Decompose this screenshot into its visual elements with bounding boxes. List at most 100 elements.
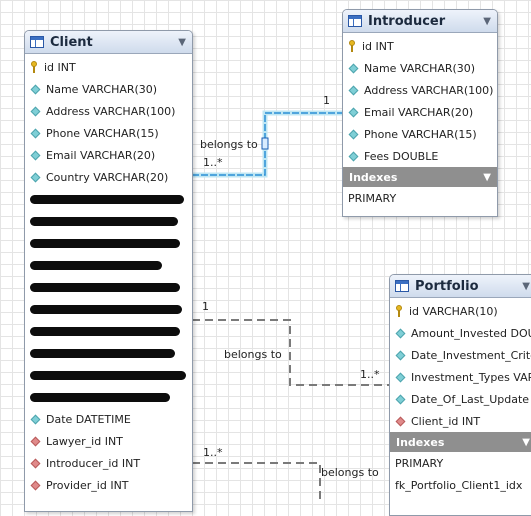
introducer-column[interactable]: Address VARCHAR(100) [343, 79, 497, 101]
column-diamond-icon [30, 150, 41, 160]
foreign-key-diamond-icon [30, 480, 41, 490]
redaction-bar [30, 370, 186, 380]
portfolio-column[interactable]: Amount_Invested DOU... [390, 322, 531, 344]
column-diamond-icon [348, 85, 359, 95]
portfolio-index[interactable]: fk_Portfolio_Client1_idx [395, 478, 523, 492]
client-portfolio-one: 1 [202, 300, 209, 313]
portfolio-table-header[interactable]: Portfolio ▼ [390, 275, 531, 298]
column-diamond-icon [348, 151, 359, 161]
client-columns: id INT Name VARCHAR(30) Address VARCHAR(… [25, 54, 192, 496]
redacted-column [25, 320, 192, 342]
client-column[interactable]: Lawyer_id INT [25, 430, 192, 452]
column-diamond-icon [348, 107, 359, 117]
redaction-bar [30, 260, 162, 270]
client-introducer-many: 1..* [203, 156, 223, 169]
table-icon [348, 15, 362, 27]
collapse-arrow-icon[interactable]: ▼ [483, 15, 491, 27]
column-diamond-icon [30, 106, 41, 116]
relationship-lines [192, 110, 389, 503]
indexes-label: Indexes [396, 435, 445, 449]
redacted-column [25, 386, 192, 408]
redaction-bar [30, 194, 184, 204]
client-portfolio-many: 1..* [360, 368, 380, 381]
column-diamond-icon [348, 63, 359, 73]
foreign-key-diamond-icon [30, 458, 41, 468]
introducer-table-header[interactable]: Introducer ▼ [343, 10, 497, 33]
redacted-column [25, 188, 192, 210]
client-table[interactable]: Client ▼ id INT Name VARCHAR(30) Address… [24, 30, 193, 512]
portfolio-table[interactable]: Portfolio ▼ id VARCHAR(10) Amount_Invest… [389, 274, 531, 516]
table-icon [395, 280, 409, 292]
key-icon [348, 40, 356, 52]
redacted-column [25, 364, 192, 386]
column-diamond-icon [30, 84, 41, 94]
redaction-bar [30, 326, 180, 336]
column-diamond-icon [30, 172, 41, 182]
portfolio-column[interactable]: Date_Investment_Crite... [390, 344, 531, 366]
portfolio-columns: id VARCHAR(10) Amount_Invested DOU... Da… [390, 298, 531, 432]
redaction-bar [30, 216, 178, 226]
column-diamond-icon [395, 394, 406, 404]
client-introducer-handle[interactable] [261, 137, 269, 150]
key-icon [395, 305, 403, 317]
client-column[interactable]: Email VARCHAR(20) [25, 144, 192, 166]
key-icon [30, 61, 38, 73]
client-portfolio-line[interactable] [192, 319, 389, 386]
table-icon [30, 36, 44, 48]
portfolio-column[interactable]: id VARCHAR(10) [390, 300, 531, 322]
collapse-arrow-icon[interactable]: ▼ [522, 436, 530, 448]
redacted-column [25, 276, 192, 298]
client-bottom-label: belongs to [321, 466, 379, 479]
portfolio-column[interactable]: Date_Of_Last_Update ... [390, 388, 531, 410]
introducer-indexes-header[interactable]: Indexes ▼ [343, 167, 497, 187]
redaction-bar [30, 348, 175, 358]
introducer-column[interactable]: Name VARCHAR(30) [343, 57, 497, 79]
foreign-key-diamond-icon [395, 416, 406, 426]
introducer-column[interactable]: Email VARCHAR(20) [343, 101, 497, 123]
client-table-header[interactable]: Client ▼ [25, 31, 192, 54]
client-column[interactable]: Country VARCHAR(20) [25, 166, 192, 188]
portfolio-column[interactable]: Investment_Types VAR... [390, 366, 531, 388]
introducer-table-title: Introducer [368, 13, 446, 29]
introducer-column[interactable]: id INT [343, 35, 497, 57]
client-column[interactable]: Name VARCHAR(30) [25, 78, 192, 100]
introducer-table[interactable]: Introducer ▼ id INT Name VARCHAR(30) Add… [342, 9, 498, 217]
collapse-arrow-icon[interactable]: ▼ [522, 280, 530, 292]
redaction-bar [30, 238, 180, 248]
column-diamond-icon [30, 414, 41, 424]
portfolio-table-title: Portfolio [415, 278, 479, 294]
introducer-columns: id INT Name VARCHAR(30) Address VARCHAR(… [343, 33, 497, 167]
introducer-column[interactable]: Fees DOUBLE [343, 145, 497, 167]
introducer-column[interactable]: Phone VARCHAR(15) [343, 123, 497, 145]
redaction-bar [30, 304, 182, 314]
redacted-column [25, 232, 192, 254]
redaction-bar [30, 392, 170, 402]
redacted-column [25, 342, 192, 364]
client-column[interactable]: Date DATETIME [25, 408, 192, 430]
introducer-index[interactable]: PRIMARY [348, 191, 397, 205]
portfolio-index[interactable]: PRIMARY [395, 456, 444, 470]
column-diamond-icon [395, 328, 406, 338]
column-diamond-icon [30, 128, 41, 138]
client-column[interactable]: id INT [25, 56, 192, 78]
client-introducer-one: 1 [323, 94, 330, 107]
client-portfolio-label: belongs to [224, 348, 282, 361]
column-diamond-icon [395, 372, 406, 382]
client-bottom-many: 1..* [203, 446, 223, 459]
foreign-key-diamond-icon [30, 436, 41, 446]
column-diamond-icon [348, 129, 359, 139]
client-column[interactable]: Introducer_id INT [25, 452, 192, 474]
redacted-column [25, 210, 192, 232]
collapse-arrow-icon[interactable]: ▼ [178, 36, 186, 48]
client-column[interactable]: Phone VARCHAR(15) [25, 122, 192, 144]
client-introducer-label: belongs to [200, 138, 258, 151]
redacted-column [25, 254, 192, 276]
collapse-arrow-icon[interactable]: ▼ [483, 171, 491, 183]
portfolio-column[interactable]: Client_id INT [390, 410, 531, 432]
portfolio-indexes-header[interactable]: Indexes ▼ [390, 432, 531, 452]
diagram-canvas: Client ▼ id INT Name VARCHAR(30) Address… [24, 9, 531, 516]
client-column[interactable]: Provider_id INT [25, 474, 192, 496]
client-bottom-line[interactable] [192, 462, 321, 503]
redaction-bar [30, 282, 180, 292]
client-column[interactable]: Address VARCHAR(100) [25, 100, 192, 122]
